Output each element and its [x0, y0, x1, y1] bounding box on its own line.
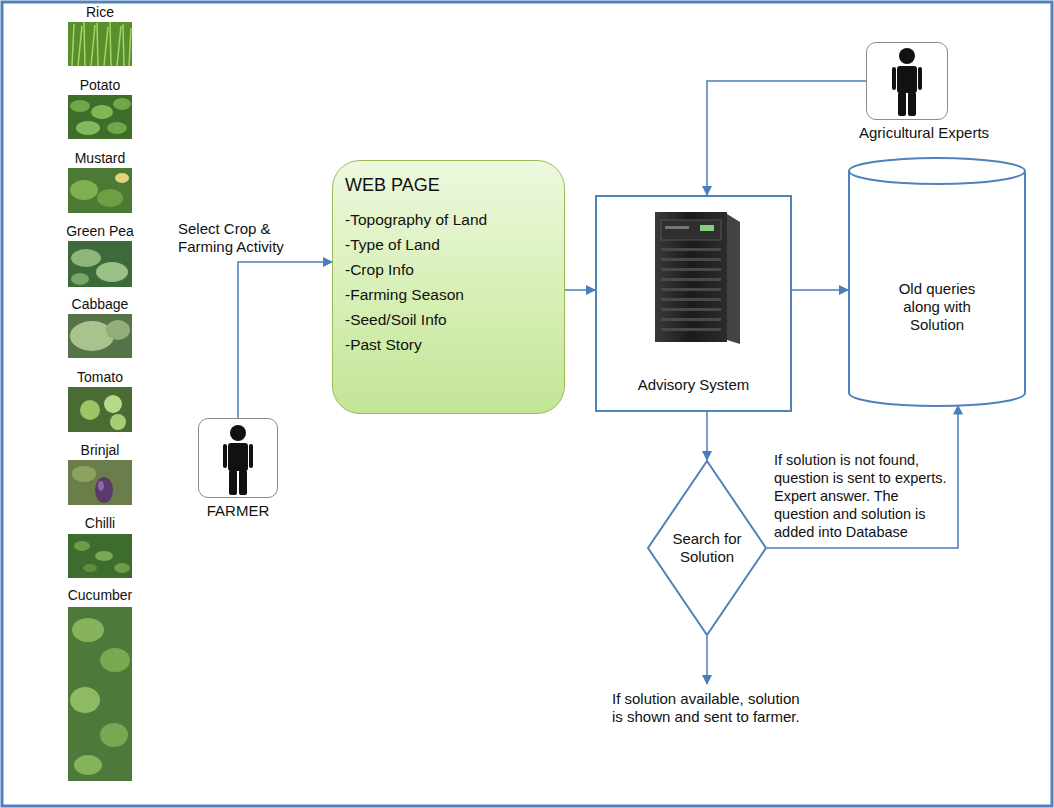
result-arrow — [706, 636, 708, 684]
mustard-photo — [68, 168, 132, 213]
diamond-shape — [648, 461, 766, 635]
node-text-group: WEB PAGE -Topography of Land-Type of Land… — [345, 173, 556, 357]
flow-arrow — [238, 262, 332, 418]
crop-name: Cabbage — [60, 295, 140, 313]
node-label: Old queries along with Solution — [881, 280, 993, 334]
page-item: -Crop Info — [345, 257, 556, 282]
chilli-photo — [68, 534, 132, 578]
crop-name: Mustard — [60, 149, 140, 167]
crop-name: Chilli — [60, 514, 140, 532]
decision-diamond: Search for Solution — [647, 460, 767, 636]
expert-icon — [866, 42, 948, 120]
cucumber-photo — [68, 607, 132, 781]
server-picture — [655, 212, 740, 344]
cabbage-photo — [68, 314, 132, 358]
node-text-group: Old queries along with Solution — [848, 187, 1026, 393]
brinjal-photo — [68, 460, 132, 505]
node-label: Agricultural Experts — [859, 124, 989, 142]
web-page-box: WEB PAGE -Topography of Land-Type of Land… — [332, 160, 565, 414]
node-label: FARMER — [207, 502, 270, 520]
farmer-icon — [198, 418, 278, 498]
potato-photo — [68, 95, 132, 139]
page-item: -Farming Season — [345, 282, 556, 307]
flow-arrow — [565, 289, 595, 291]
database-cylinder: Old queries along with Solution — [848, 157, 1026, 407]
flow-arrow — [707, 81, 866, 195]
node-text-group: Advisory System — [597, 376, 790, 394]
page-item: -Type of Land — [345, 232, 556, 257]
page-heading: WEB PAGE — [345, 173, 556, 197]
actor-box: Agricultural Experts — [866, 42, 948, 120]
flow-arrow — [767, 406, 958, 548]
crop-photos — [68, 22, 132, 781]
node-label: Advisory System — [597, 376, 790, 394]
server-box: Advisory System — [595, 195, 792, 412]
edge-label: Select Crop & Farming Activity — [178, 220, 328, 256]
cylinder-body — [849, 158, 1025, 406]
node-label: Search for Solution — [669, 530, 745, 566]
edge-label: If solution is not found, question is se… — [774, 451, 950, 541]
crop-name: Green Pea — [55, 222, 145, 240]
page-item: -Seed/Soil Info — [345, 307, 556, 332]
node-text-group: Search for Solution — [647, 460, 767, 636]
node-text-group: FARMER — [207, 502, 270, 520]
green-pea-photo — [68, 241, 132, 287]
crop-name: Tomato — [60, 368, 140, 386]
page-item: -Past Story — [345, 332, 556, 357]
crop-name: Brinjal — [60, 441, 140, 459]
crop-name: Cucumber — [55, 586, 145, 604]
cylinder-rim — [849, 171, 1025, 184]
page-item: -Topography of Land — [345, 207, 556, 232]
flow-arrow — [792, 289, 848, 291]
outcome-note: If solution available, solution is shown… — [612, 690, 807, 726]
actor-box: FARMER — [198, 418, 278, 498]
crop-name: Potato — [60, 76, 140, 94]
flow-arrow — [706, 412, 708, 460]
rice-photo — [68, 22, 132, 66]
tomato-photo — [68, 387, 132, 432]
crop-name: Rice — [60, 3, 140, 21]
node-text-group: Agricultural Experts — [859, 124, 989, 142]
